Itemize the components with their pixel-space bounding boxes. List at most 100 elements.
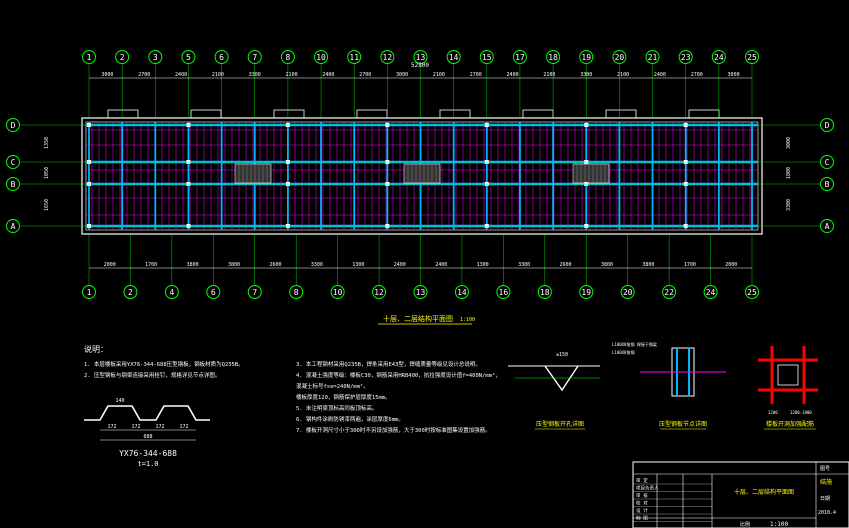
top-dim-text: 2100: [617, 72, 629, 78]
axis-circle: [82, 50, 96, 64]
axis-circle: [123, 285, 138, 299]
axis-circle: [181, 50, 196, 64]
slab-inner-outline: [85, 121, 759, 231]
bay-window: [688, 109, 720, 119]
axis-circle: [479, 50, 494, 64]
bottom-dim-text: 2600: [269, 262, 281, 268]
axis-label: 25: [747, 53, 757, 62]
top-axis-bubble: 20: [612, 50, 627, 64]
top-axis-bubble: 21: [645, 50, 660, 64]
axis-label: 10: [316, 53, 326, 62]
left-dim-text: 1350: [44, 137, 50, 149]
axis-label: B: [825, 180, 830, 189]
top-axis-bubble: 6: [214, 50, 229, 64]
axis-label: 20: [615, 53, 625, 62]
axis-label: 14: [449, 53, 459, 62]
axis-circle: [579, 285, 594, 299]
profile-total: 688: [143, 434, 152, 440]
axis-circle: [662, 285, 677, 299]
axis-label: 2: [120, 53, 125, 62]
profile-dim-text: 172: [107, 424, 116, 430]
top-dim-text: 2100: [543, 72, 555, 78]
axis-label: D: [11, 121, 16, 130]
axis-label: 14: [457, 288, 467, 297]
note-line: 7. 楼板开洞尺寸小于300时不另设加强筋，大于300时按标准图集设置加强筋。: [296, 426, 491, 434]
axis-circle: [314, 50, 329, 64]
detail1-title: 压型钢板开孔详图: [536, 420, 584, 428]
top-axis-bubble: 15: [479, 50, 494, 64]
plan-title: 十层、二层结构平面图: [383, 314, 453, 323]
note-line: 2. 压型钢板与钢梁连接采用栓钉，规格详见节点详图。: [84, 371, 220, 379]
title-block-drawing-no-label: 图号: [820, 466, 830, 472]
bottom-axis-bubble: 18: [537, 285, 552, 299]
slab-outline: [81, 117, 763, 235]
bottom-axis-bubble: 6: [206, 285, 221, 299]
right-dim-text: 3300: [786, 199, 792, 211]
top-dim-text: 2700: [470, 72, 482, 78]
axis-circle: [6, 177, 20, 191]
note-line: 5. 未注明梁顶标高同板顶标高。: [296, 404, 377, 412]
bottom-dim-text: 3300: [518, 262, 530, 268]
stair-openings: [234, 163, 610, 184]
title-block-row-label: 设 计: [636, 507, 648, 514]
bottom-axis-bubble: 24: [703, 285, 718, 299]
axis-label: 1: [87, 288, 92, 297]
detail2-text1: L100X8角钢 焊接于钢梁: [612, 341, 657, 347]
top-axis-bubble: 10: [314, 50, 329, 64]
axis-label: A: [825, 222, 830, 231]
axis-circle: [703, 285, 718, 299]
axis-circle: [454, 285, 469, 299]
detail3-opening: [777, 364, 799, 386]
row-axis-bubble: D: [6, 118, 20, 132]
top-dim-text: 3300: [249, 72, 261, 78]
general-notes: 说明： 1. 本层楼板采用YX76-344-688压型钢板，钢板材质为Q235B…: [84, 344, 501, 434]
axis-circle: [745, 285, 759, 299]
axis-circle: [612, 50, 627, 64]
note-line: 4. 混凝土强度等级：楼板C30，钢筋采用HRB400，抗拉强度设计值f=400…: [296, 371, 501, 379]
axis-circle: [6, 219, 20, 233]
axis-circle: [164, 285, 179, 299]
note-line: 1. 本层楼板采用YX76-344-688压型钢板，钢板材质为Q235B。: [84, 360, 244, 368]
bottom-dim-text: 1300: [352, 262, 364, 268]
title-block-date-label: 日期: [820, 496, 830, 502]
top-axis-bubble: 25: [745, 50, 759, 64]
top-dim-text: 2400: [175, 72, 187, 78]
left-dim-text: 1050: [44, 167, 50, 179]
bottom-axis-bubble: 14: [454, 285, 469, 299]
bottom-dim-text: 2600: [560, 262, 572, 268]
title-block-row-label: 校 对: [636, 500, 648, 507]
axis-label: 17: [515, 53, 525, 62]
top-axis-bubble: 2: [115, 50, 130, 64]
top-axis-bubble: 7: [247, 50, 262, 64]
profile-dim-text: 172: [131, 424, 140, 430]
axis-label: 6: [219, 53, 224, 62]
bottom-dim-text: 1700: [684, 262, 696, 268]
row-axis-bubble: C: [820, 155, 834, 169]
top-axis-bubble: 18: [546, 50, 561, 64]
detail3-dim1: 1200: [768, 410, 778, 415]
bottom-axis-bubble: 12: [372, 285, 387, 299]
axis-label: 19: [581, 288, 591, 297]
axis-circle: [115, 50, 130, 64]
top-axis-bubble: 23: [678, 50, 693, 64]
axis-circle: [347, 50, 362, 64]
row-axis-bubble: B: [820, 177, 834, 191]
axis-circle: [206, 285, 221, 299]
note-line: 3. 本工程钢材采用Q235B，焊条采用E43型，焊缝质量等级见设计总说明。: [296, 360, 481, 368]
detail-reinforcement: 1200 1200-1800 楼板开洞加强配筋: [758, 346, 818, 430]
axis-label: 22: [664, 288, 674, 297]
top-dim-text: 2700: [691, 72, 703, 78]
axis-circle: [372, 285, 387, 299]
top-axis-bubble: 8: [280, 50, 295, 64]
axis-label: 24: [714, 53, 724, 62]
axis-label: 7: [252, 288, 257, 297]
title-block-date: 2010.4: [818, 510, 836, 516]
row-axis-bubble: A: [6, 219, 20, 233]
detail3-title: 楼板开洞加强配筋: [766, 420, 814, 428]
axis-circle: [413, 285, 428, 299]
